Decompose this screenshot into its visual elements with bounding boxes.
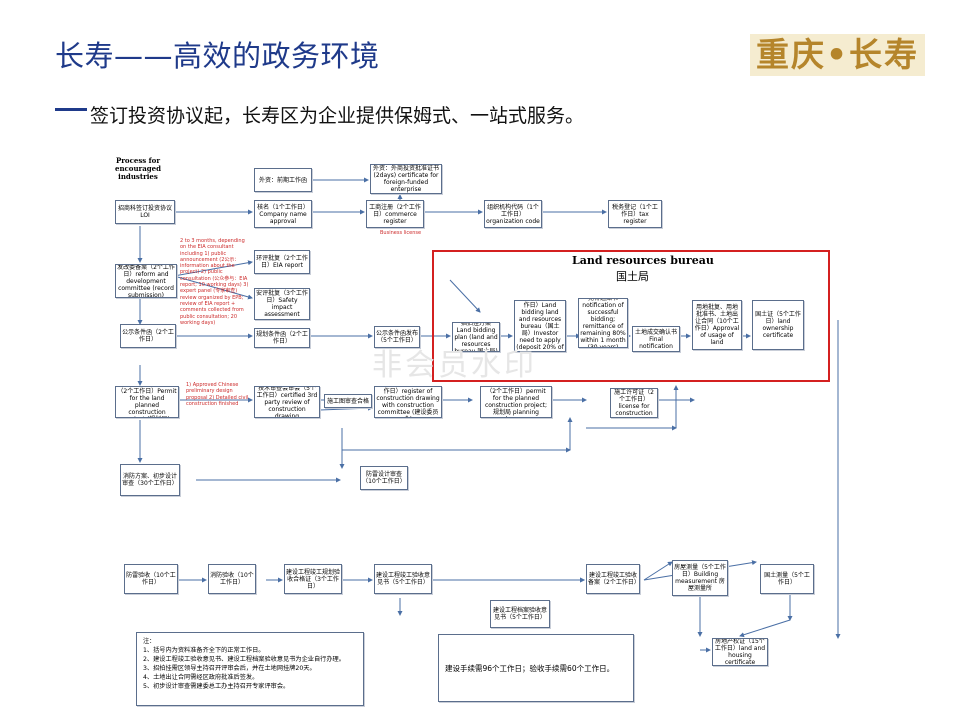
ndrc-filing-box: 发改委备案（2个工作日）reform and development commi… — [115, 264, 177, 298]
tax-register-box: 税务登记（1个工作日）tax register — [608, 200, 662, 228]
business-license-note: Business license — [380, 230, 422, 236]
planning-condition-box: 规划条件函（2个工作日） — [254, 328, 310, 348]
drawing-review-box: 施工图审查合格 — [324, 394, 372, 408]
house-survey-box: 房屋测量（5个工作日）Building measurement 房屋测量所 — [672, 560, 728, 596]
commerce-register-box: 工商注册（2个工作日）commerce register — [366, 200, 424, 228]
drawing-filing-box: 施工图审查备案（3个工作日）register of construction d… — [374, 386, 442, 418]
planning-acceptance-box: 建设工程竣工规划验收合格证（3个工作日） — [284, 564, 342, 594]
land-bureau-frame — [432, 250, 830, 382]
company-name-box: 核名（1个工作日）Company name approval — [254, 200, 312, 228]
public-release-box: 公示条件函发布（5个工作日） — [374, 326, 420, 348]
land-survey-box: 国土测量（5个工作日） — [760, 564, 814, 594]
title-underline — [55, 108, 87, 111]
eia-note: 2 to 3 months, depending on the EIA cons… — [180, 238, 249, 326]
notes-line: 2、建设工程竣工验收意见书、建设工程档案验收意见书为企业自行办理。 — [143, 656, 345, 663]
design-note: 1) Approved Chinese preliminary design p… — [186, 382, 249, 407]
civil-defense-acceptance-box: 防雷验收（10个工作日） — [124, 564, 178, 594]
foreign-prep-box: 外资：前期工作函 — [254, 168, 312, 192]
flow-connectors — [137, 177, 841, 653]
construction-permit-box: 施工许可证（2个工作日）license for construction — [610, 388, 658, 418]
notes-line: 1、括号内为资料准备齐全下的正常工作日。 — [143, 647, 265, 654]
fire-design-box: 消防方案、初步设计审查（30个工作日） — [120, 464, 180, 496]
winning-notice-box: 竞得通知书 notification of successful bidding… — [578, 298, 628, 348]
summary-panel: 建设手续需96个工作日；验收手续需60个工作日。 — [438, 634, 634, 702]
land-bureau-title-cn: 国土局 — [616, 270, 649, 283]
completion-filing-box: 建设工程竣工验收备案（2个工作日） — [586, 564, 640, 594]
final-notice-box: 土地成交确认书 Final notification — [632, 326, 680, 352]
safety-box: 安评批复（3个工作日）Safety impact assessment — [254, 288, 310, 320]
org-code-box: 组织机构代码（1个工作日）organization code — [484, 200, 542, 228]
notes-line: 5、初步设计审查需建委总工办主持召开专家评审会。 — [143, 683, 290, 690]
eia-box: 环评批复（2个工作日）EIA report — [254, 250, 310, 274]
archive-opinion-box: 建设工程档案验收意见书（5个工作日） — [490, 600, 550, 628]
notes-panel: 注： 1、括号内为资料准备齐全下的正常工作日。 2、建设工程竣工验收意见书、建设… — [136, 632, 364, 706]
tech-review-box: 技术审查会审会（5个工作日）certified 3rd party review… — [254, 386, 320, 418]
flowchart-heading: Process for encouraged industries — [114, 156, 162, 181]
foreign-cert-box: 外资：外商投资批准证书 (2days) certificate for fore… — [370, 164, 442, 194]
fire-acceptance-box: 消防验收（10个工作日） — [208, 564, 256, 594]
page-subtitle: 签订投资协议起，长寿区为企业提供保姆式、一站式服务。 — [90, 105, 585, 127]
process-flowchart: Process for encouraged industries 招商科签订投… — [110, 150, 870, 710]
loi-box: 招商科签订投资协议 LOI — [115, 200, 175, 224]
land-cert-box: 国土证（5个工作日）land ownership certificate — [752, 300, 804, 350]
notes-line: 3、招拍挂需区领导主持召开评审会后，并在土地网挂牌20天。 — [143, 665, 316, 672]
notes-line: 4、土地出让合同需经区政府批准后签发。 — [143, 674, 259, 681]
civil-defense-box: 防雷设计审查（10个工作日） — [360, 466, 408, 490]
housing-cert-box: 房地产权证（15个工作日）land and housing certificat… — [712, 638, 768, 666]
bidding-plan-box: 招拍挂方案 Land bidding plan (land and resour… — [452, 322, 500, 352]
public-condition-box: 公示条件函（2个工作日） — [120, 324, 176, 348]
notes-line: 注： — [143, 638, 156, 645]
completion-opinion-box: 建设工程竣工验收意见书（5个工作日） — [374, 564, 432, 594]
logo: 重庆•长寿 — [750, 34, 925, 76]
land-approval-box: 用地批复、用地批准书、土地出让合同（10个工作日）Approval of usa… — [692, 300, 742, 350]
land-bureau-title-en: Land resources bureau — [572, 254, 714, 267]
page-title: 长寿——高效的政务环境 — [55, 39, 380, 73]
bidding-box: 招拍挂（20个工作日）Land bidding land and resourc… — [514, 300, 566, 352]
watermark: 非会员水印 — [372, 348, 537, 383]
project-permit-box: 建设工程规划许可核发（2个工作日）permit for the planned … — [480, 386, 552, 418]
land-use-permit-box: 建设用地规划许可证（2个工作日）Permit for the land plan… — [115, 386, 179, 418]
